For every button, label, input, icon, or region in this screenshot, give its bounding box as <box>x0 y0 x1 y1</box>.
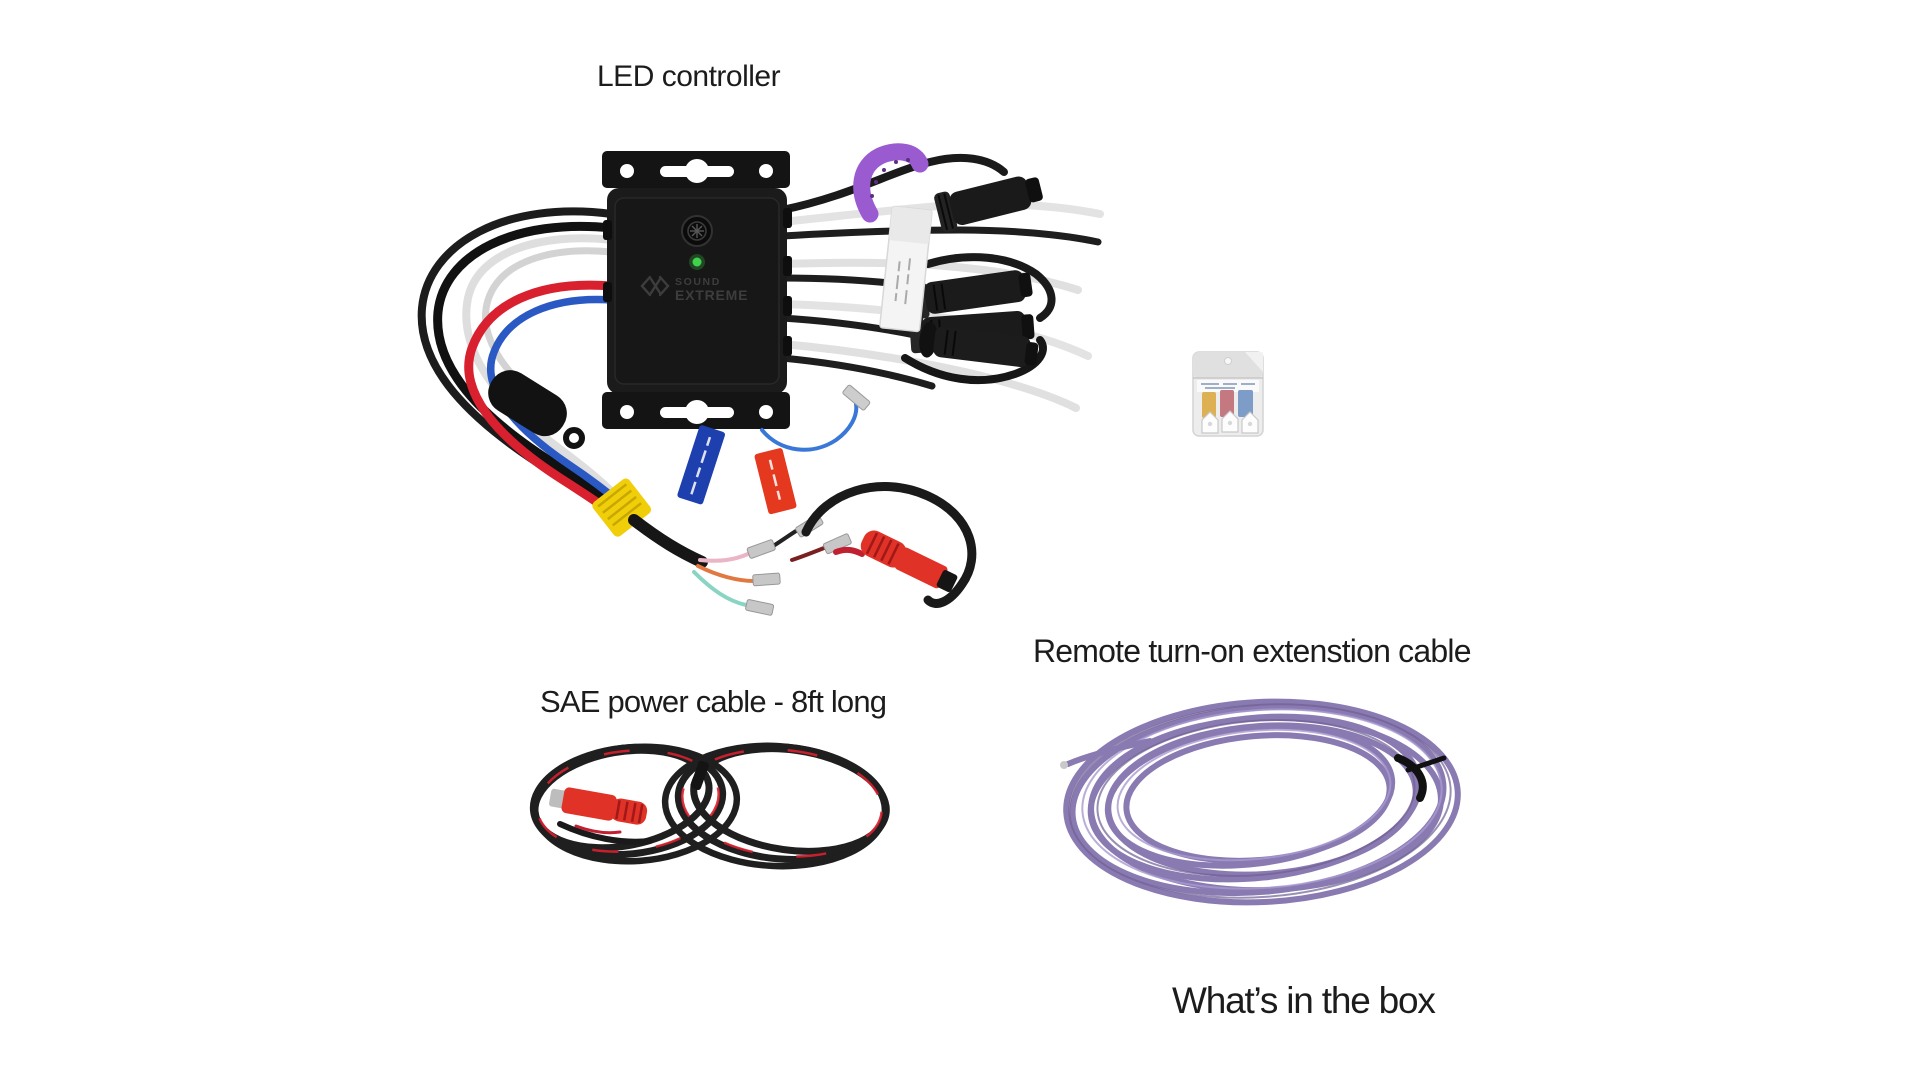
mount-hole <box>620 405 634 419</box>
sae-pigtail <box>801 482 977 608</box>
remote-turn-on-cable-photo <box>1060 698 1461 906</box>
spade-terminals <box>745 514 852 616</box>
remote-turn-on-cable-label: Remote turn-on extenstion cable <box>1033 633 1471 669</box>
harness-wires-left <box>417 207 628 525</box>
status-led <box>689 254 705 270</box>
barrel-connector <box>919 321 1039 368</box>
inline-fuse-holder <box>488 370 585 449</box>
sae-power-cable-label: SAE power cable - 8ft long <box>540 684 887 719</box>
blade-fuses <box>1202 390 1253 418</box>
led-controller-photo: SOUND EXTREME <box>417 143 1104 616</box>
cable-wrap <box>690 760 709 791</box>
zip-tie <box>1394 754 1447 802</box>
sae-coil-connector <box>549 787 648 825</box>
mount-hole <box>620 164 634 178</box>
sae-connector-red <box>860 530 958 593</box>
cable-tail <box>1060 738 1153 769</box>
brand-line-2: EXTREME <box>675 287 748 303</box>
white-label-tag <box>879 205 933 333</box>
output-connectors <box>853 143 1043 368</box>
speaker-button-icon <box>681 215 713 247</box>
fuse-kit-bag-photo <box>1192 351 1264 437</box>
bag-hang-hole <box>1224 357 1232 365</box>
sae-power-cable-photo <box>529 742 890 870</box>
whats-in-the-box-title: What’s in the box <box>1172 980 1436 1021</box>
x-bracket-icon <box>640 275 670 297</box>
purple-tag <box>853 143 929 223</box>
breakout-leads <box>628 514 826 607</box>
brand-line-1: SOUND <box>675 276 721 288</box>
keyhole-slot <box>685 400 709 424</box>
blue-tag <box>677 425 726 505</box>
keyhole-slot <box>685 159 709 183</box>
controller-box: SOUND EXTREME <box>602 151 792 429</box>
remote-trigger-wire <box>760 384 871 452</box>
red-tag <box>754 448 797 515</box>
mount-hole <box>759 164 773 178</box>
barrel-connector <box>934 176 1043 233</box>
sound-extreme-logo: SOUND EXTREME <box>640 275 748 303</box>
led-controller-label: LED controller <box>597 60 781 93</box>
mount-hole <box>759 405 773 419</box>
